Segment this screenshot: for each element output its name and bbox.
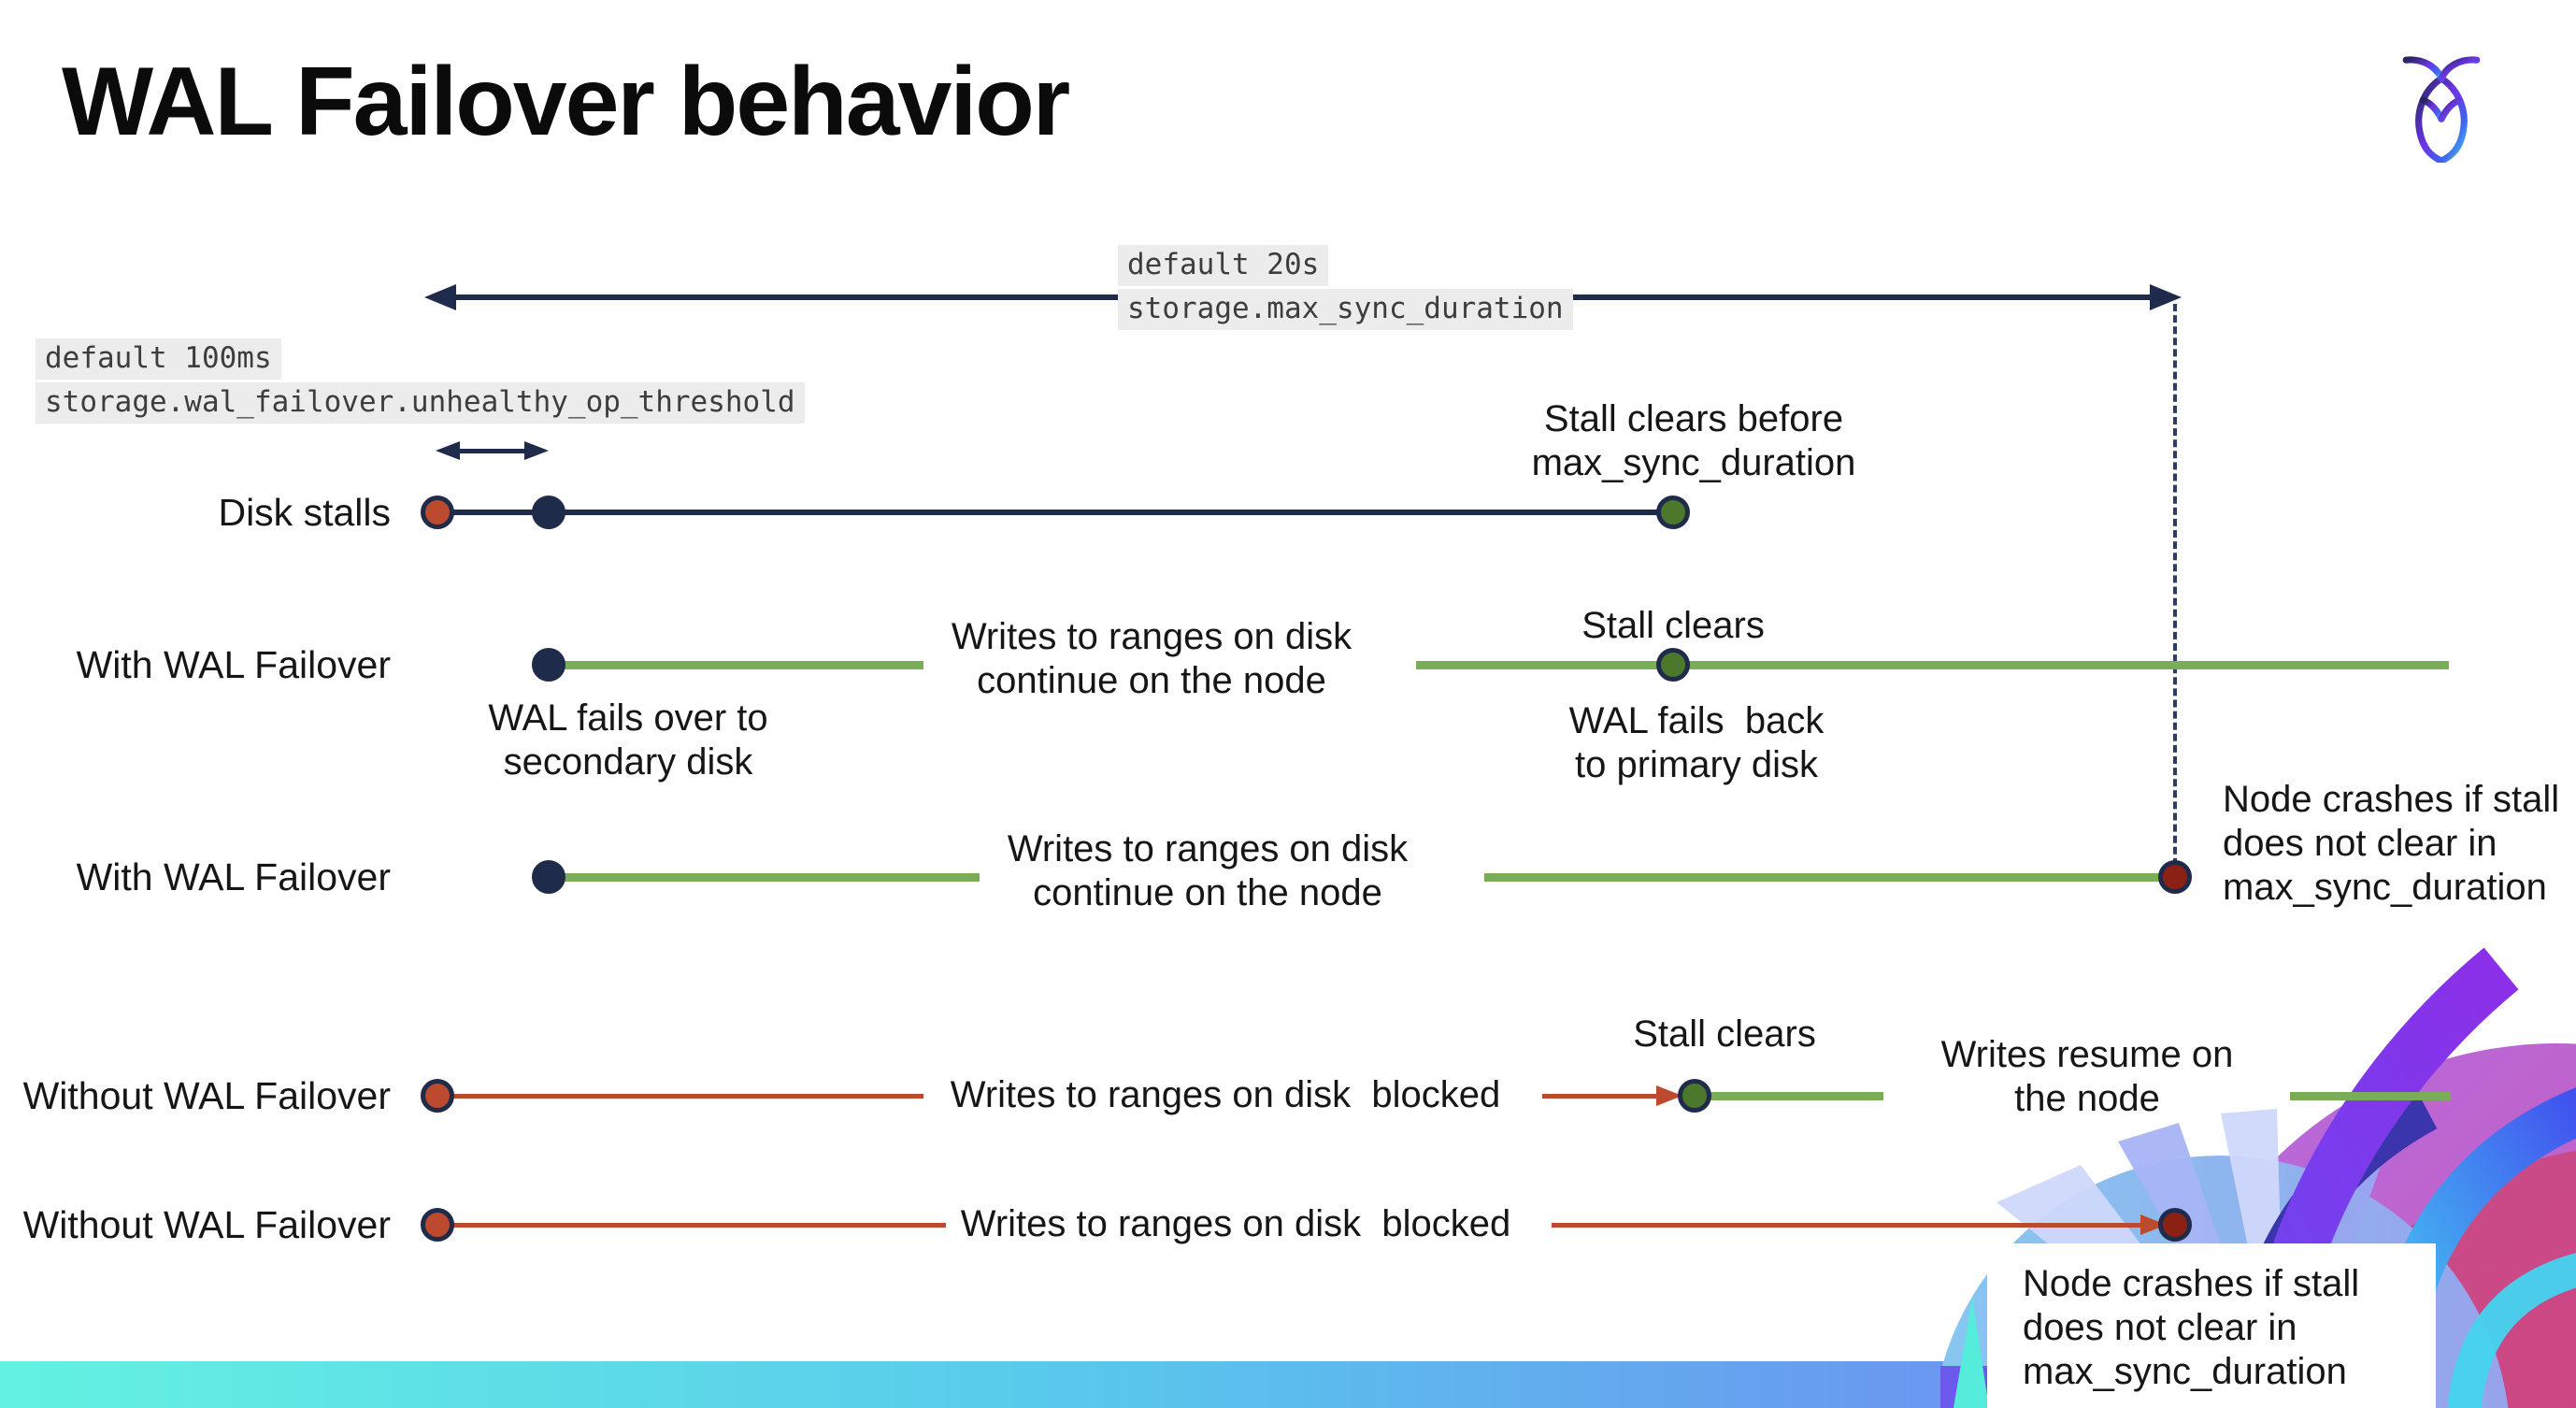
setting-default-value: default 20s <box>1118 245 1329 286</box>
annotation-wal-fails-over: WAL fails over to secondary disk <box>488 697 768 783</box>
disk-stall-start-dot <box>421 496 454 529</box>
row-label-with-wal-failover-2: With WAL Failover <box>76 855 391 898</box>
row-label-disk-stalls: Disk stalls <box>218 491 391 534</box>
writes-blocked-segment <box>1552 1223 2148 1228</box>
writes-blocked-segment <box>449 1223 946 1228</box>
healthy-writes-segment <box>1484 873 2161 882</box>
page-title: WAL Failover behavior <box>62 48 1070 156</box>
writes-blocked-segment <box>1542 1094 1660 1099</box>
annotation-stall-clears: Stall clears <box>1581 605 1765 646</box>
annotation-writes-blocked: Writes to ranges on disk blocked <box>950 1074 1501 1115</box>
blocked-arrow-head-icon <box>1656 1085 1682 1106</box>
stall-clears-dot <box>1656 496 1690 529</box>
healthy-writes-segment <box>561 873 980 882</box>
annotation-wal-fails-back: WAL fails back to primary disk <box>1568 700 1825 785</box>
healthy-writes-segment <box>1416 661 2449 669</box>
annotation-writes-continue: Writes to ranges on disk continue on the… <box>1007 828 1409 913</box>
arrow-left-head-icon <box>424 284 456 310</box>
max-sync-duration-setting-label: default 20s storage.max_sync_duration <box>1118 245 1573 333</box>
annotation-writes-blocked: Writes to ranges on disk blocked <box>960 1203 1511 1244</box>
unhealthy-op-threshold-setting-label: default 100ms storage.wal_failover.unhea… <box>36 338 805 426</box>
setting-default-value: default 100ms <box>36 338 281 380</box>
node-crash-dot <box>2158 1208 2192 1242</box>
row-label-without-wal-failover-2: Without WAL Failover <box>22 1203 391 1246</box>
stall-clears-dot <box>1656 648 1690 682</box>
cockroachdb-logo <box>2402 56 2481 163</box>
annotation-stall-clears-before: Stall clears before max_sync_duration <box>1531 398 1856 483</box>
disk-stall-start-dot <box>421 1208 454 1242</box>
setting-name: storage.max_sync_duration <box>1118 289 1573 330</box>
wal-failover-dot <box>532 648 565 682</box>
node-crashes-callout-box: Node crashes if stall does not clear in … <box>1987 1243 2436 1408</box>
wal-failover-dot <box>532 860 565 894</box>
annotation-node-crashes: Node crashes if stall does not clear in … <box>2223 779 2560 908</box>
failover-threshold-dot <box>532 496 565 529</box>
annotation-writes-resume: Writes resume on the node <box>1940 1034 2234 1119</box>
row-label-without-wal-failover-1: Without WAL Failover <box>22 1074 391 1117</box>
writes-blocked-segment <box>449 1094 923 1099</box>
disk-stall-start-dot <box>421 1079 454 1113</box>
row-label-with-wal-failover-1: With WAL Failover <box>76 643 391 686</box>
threshold-arrow-line <box>456 449 529 453</box>
max-sync-deadline-dashed-line <box>2173 304 2177 877</box>
writes-resume-segment <box>2290 1092 2451 1100</box>
stall-clears-dot <box>1678 1079 1711 1113</box>
node-crash-dot <box>2158 860 2192 894</box>
writes-resume-segment <box>1710 1092 1883 1100</box>
annotation-stall-clears: Stall clears <box>1633 1013 1816 1055</box>
annotation-writes-continue: Writes to ranges on disk continue on the… <box>951 616 1352 701</box>
disk-stall-timeline <box>437 510 1673 515</box>
setting-name: storage.wal_failover.unhealthy_op_thresh… <box>36 382 805 424</box>
threshold-arrow-right-head-icon <box>524 441 549 460</box>
healthy-writes-segment <box>561 661 923 669</box>
threshold-arrow-left-head-icon <box>436 441 460 460</box>
annotation-node-crashes: Node crashes if stall does not clear in … <box>2023 1263 2360 1392</box>
arrow-right-head-icon <box>2150 284 2182 310</box>
